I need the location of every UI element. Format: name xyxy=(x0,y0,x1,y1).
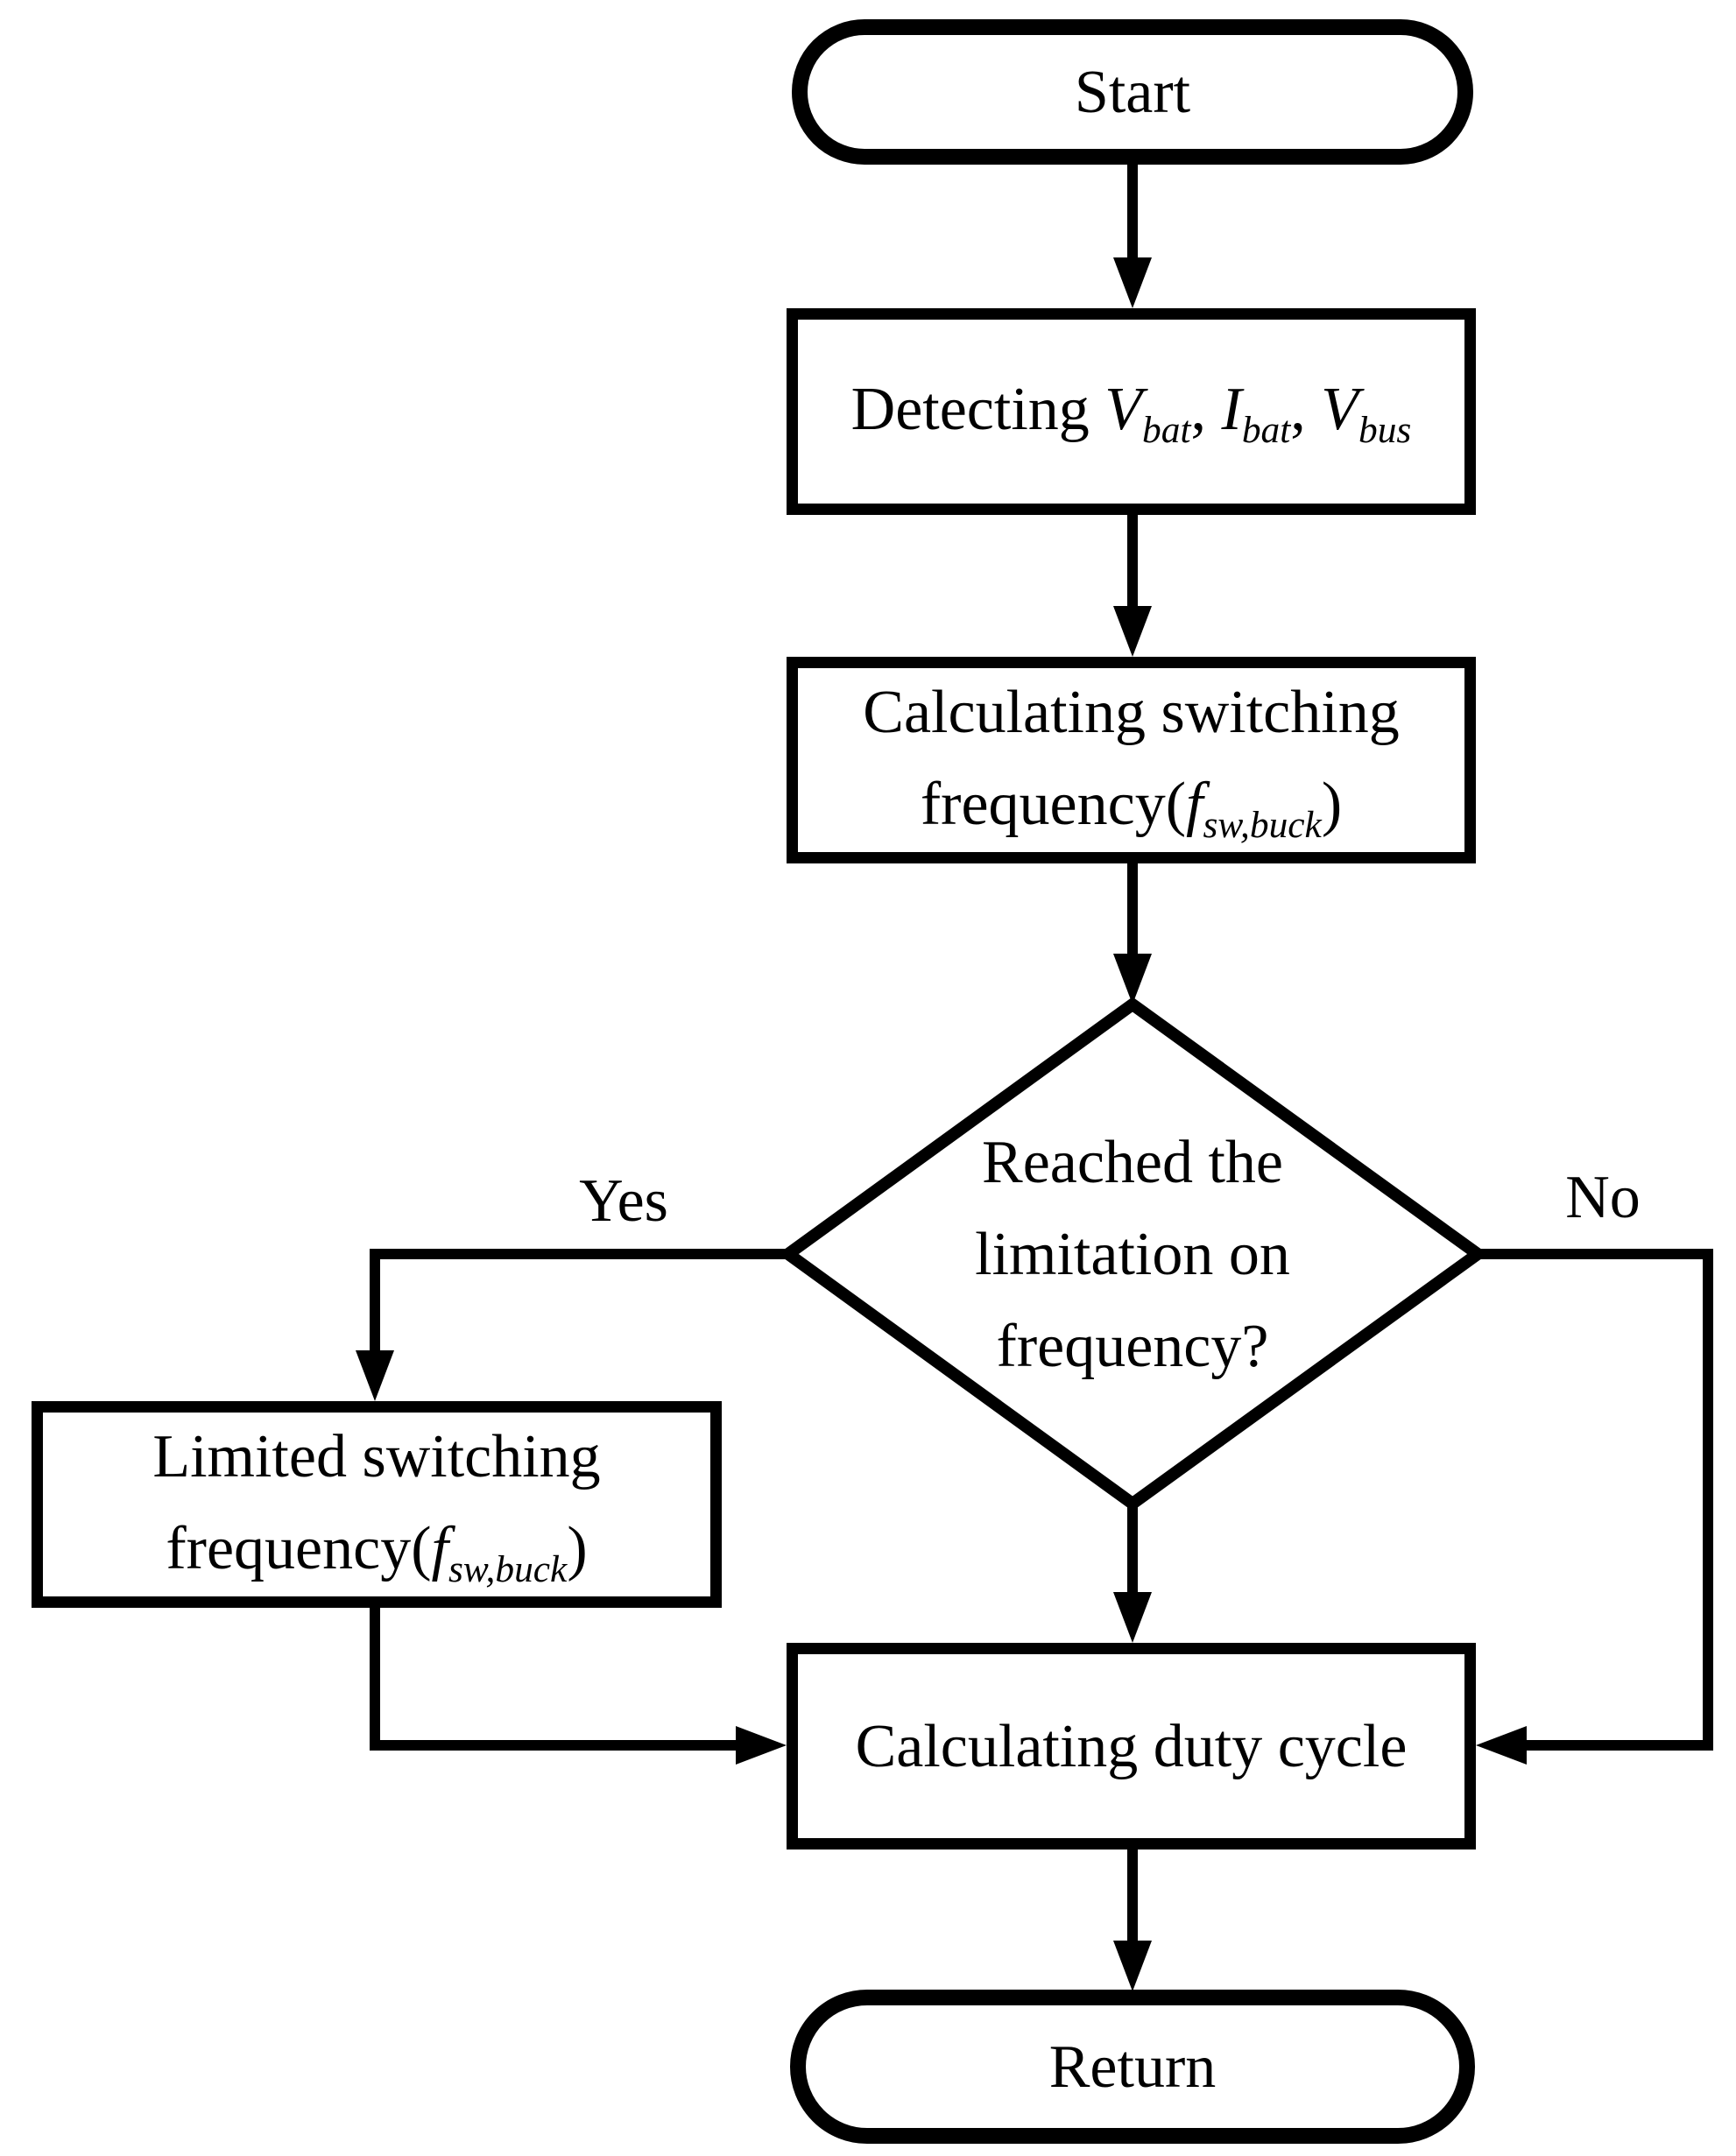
edge-label-no: No xyxy=(1565,1164,1641,1231)
edge-start-to-detect xyxy=(1113,163,1152,308)
node-calculating-duty-cycle: Calculating duty cycle xyxy=(787,1643,1476,1850)
arrowhead-down-icon xyxy=(1113,606,1152,657)
edge-label-yes: Yes xyxy=(579,1167,668,1235)
edge-calc-freq-to-decision xyxy=(1113,863,1152,1004)
arrowhead-right-icon xyxy=(736,1726,787,1765)
node-detecting-vbat-ibat-vbus: Detecting Vbat, Ibat, Vbus xyxy=(787,308,1476,515)
arrowhead-down-icon xyxy=(356,1350,394,1401)
edge-limited-to-duty xyxy=(370,1608,787,1765)
edge-decision-yes-to-limited xyxy=(356,1249,788,1401)
edge-detect-to-calc-freq xyxy=(1113,515,1152,657)
node-start: Start xyxy=(792,19,1473,165)
arrowhead-down-icon xyxy=(1113,954,1152,1004)
edge-decision-no-to-duty xyxy=(1476,1249,1713,1765)
arrowhead-down-icon xyxy=(1113,1941,1152,1991)
arrowhead-down-icon xyxy=(1113,1592,1152,1643)
arrowhead-left-icon xyxy=(1476,1726,1527,1765)
edge-decision-to-duty xyxy=(1113,1504,1152,1643)
edge-duty-to-return xyxy=(1113,1850,1152,1991)
node-return: Return xyxy=(790,1990,1475,2144)
arrowhead-down-icon xyxy=(1113,257,1152,308)
